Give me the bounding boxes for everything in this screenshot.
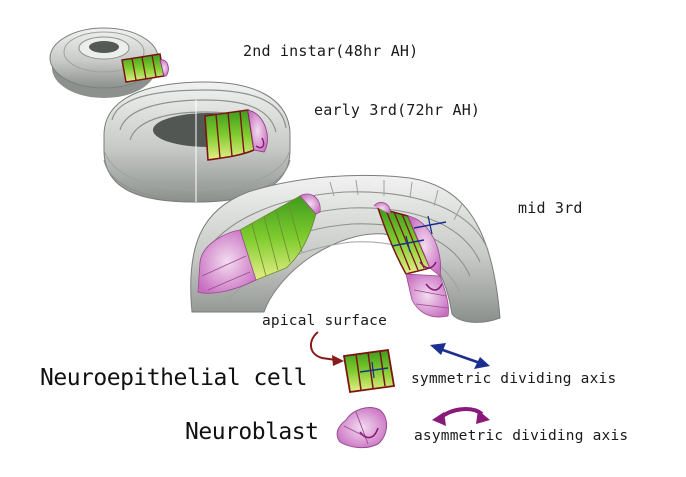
- symmetric-dividing-axis-arrow-icon: [430, 343, 490, 369]
- apical-surface-label: apical surface: [262, 313, 387, 329]
- neuroepithelial-cell-label: Neuroepithelial cell: [40, 365, 307, 391]
- stage-label-mid-third: mid 3rd: [518, 199, 583, 217]
- stage-label-early-third: early 3rd(72hr AH): [314, 101, 480, 119]
- second-instar-neuroepithelium: [122, 54, 168, 82]
- symmetric-dividing-axis-label: symmetric dividing axis: [411, 371, 616, 387]
- apical-surface-arrow: [311, 332, 344, 366]
- asymmetric-dividing-axis-label: asymmetric dividing axis: [414, 428, 628, 444]
- neuroepithelial-cell-icon: [344, 350, 394, 392]
- stage-label-second-instar: 2nd instar(48hr AH): [243, 42, 418, 60]
- neuroblast-icon: [337, 408, 386, 448]
- asymmetric-dividing-axis-arrow-icon: [432, 409, 490, 426]
- neuroblast-label: Neuroblast: [185, 419, 318, 445]
